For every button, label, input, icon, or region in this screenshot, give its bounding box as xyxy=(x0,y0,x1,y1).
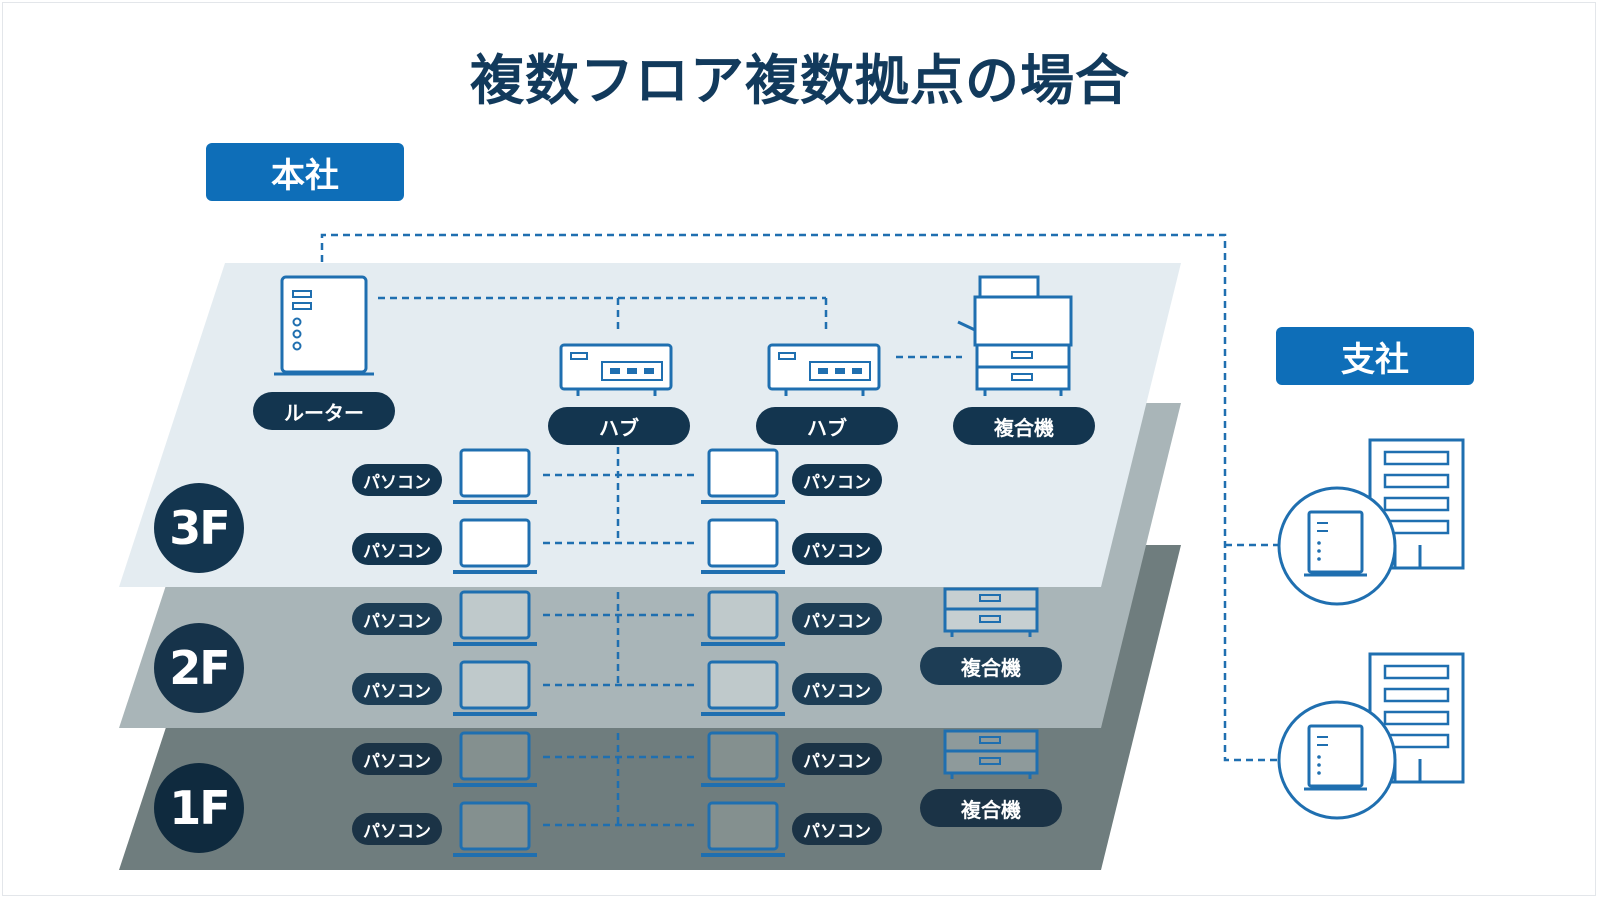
laptop-icon xyxy=(701,660,785,716)
laptop-icon xyxy=(701,731,785,787)
printer-icon xyxy=(943,729,1039,779)
laptop-icon xyxy=(453,448,537,504)
floor-badge-1f: 1F xyxy=(154,763,244,853)
pc-label: パソコン xyxy=(792,533,882,565)
printer-label: 複合機 xyxy=(953,407,1095,445)
laptop-icon xyxy=(453,801,537,857)
pc-label: パソコン xyxy=(352,603,442,635)
pc-label: パソコン xyxy=(352,533,442,565)
laptop-icon xyxy=(453,518,537,574)
floor-badge-3f: 3F xyxy=(154,483,244,573)
laptop-icon xyxy=(701,518,785,574)
printer-label: 複合機 xyxy=(920,789,1062,827)
pc-label: パソコン xyxy=(792,464,882,496)
hub-label: ハブ xyxy=(756,407,898,445)
router-label: ルーター xyxy=(253,392,395,430)
printer-label: 複合機 xyxy=(920,647,1062,685)
laptop-icon xyxy=(453,660,537,716)
laptop-icon xyxy=(701,590,785,646)
connection-lines xyxy=(320,233,1278,827)
pc-label: パソコン xyxy=(352,464,442,496)
router-icon xyxy=(274,275,374,376)
printer-icon xyxy=(943,587,1039,637)
laptop-icon xyxy=(701,801,785,857)
pc-label: パソコン xyxy=(352,813,442,845)
pc-label: パソコン xyxy=(792,743,882,775)
laptop-icon xyxy=(453,731,537,787)
pc-label: パソコン xyxy=(352,673,442,705)
pc-label: パソコン xyxy=(792,813,882,845)
pc-label: パソコン xyxy=(352,743,442,775)
laptop-icon xyxy=(701,448,785,504)
laptop-icon xyxy=(453,590,537,646)
floor-badge-2f: 2F xyxy=(154,623,244,713)
pc-label: パソコン xyxy=(792,673,882,705)
branch-label: 支社 xyxy=(1276,327,1474,385)
headquarters-label: 本社 xyxy=(206,143,404,201)
server-icon xyxy=(1277,486,1397,606)
hub-label: ハブ xyxy=(548,407,690,445)
laptops xyxy=(453,448,785,857)
server-icon xyxy=(1277,700,1397,820)
pc-label: パソコン xyxy=(792,603,882,635)
printer-icon xyxy=(957,275,1073,396)
hub-icon xyxy=(767,343,881,396)
hub-icon xyxy=(559,343,673,396)
page-title: 複数フロア複数拠点の場合 xyxy=(470,49,1130,112)
